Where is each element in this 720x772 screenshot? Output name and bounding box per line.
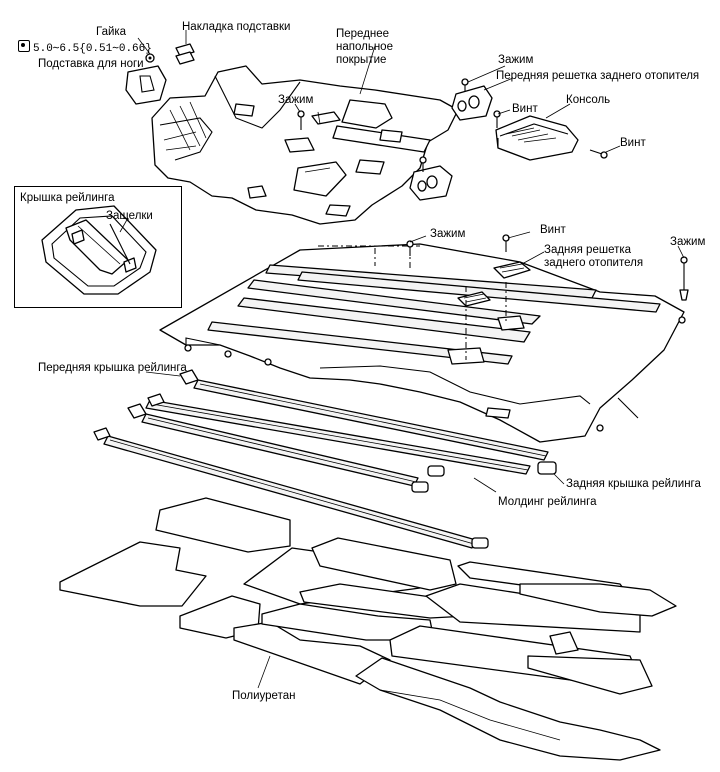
label-screw-lower: Винт	[540, 224, 566, 236]
label-screw-console-left: Винт	[512, 103, 538, 115]
clip-right-icon	[679, 256, 689, 301]
rail-cover-inset	[41, 205, 157, 295]
torque-wrench-icon	[18, 40, 30, 52]
screw-lower-icon	[502, 234, 510, 252]
label-rear-heater-grille: Задняя решетка заднего отопителя	[544, 244, 644, 269]
screw-console-right-icon	[589, 149, 608, 159]
clip-lower-icon	[406, 240, 414, 256]
leader-lines	[119, 30, 685, 689]
label-polyurethane: Полиуретан	[232, 690, 296, 702]
console	[495, 115, 579, 161]
rear-heater-grille	[457, 261, 531, 360]
screw-console-left-icon	[493, 110, 501, 128]
rail-molding	[103, 379, 549, 549]
label-rail-molding: Молдинг рейлинга	[498, 496, 597, 508]
label-console: Консоль	[566, 94, 611, 106]
label-footrest: Подставка для ноги	[38, 58, 144, 70]
front-rail-covers	[93, 369, 199, 441]
clip-mid-bracket	[311, 111, 341, 125]
torque-value: 5.0∼6.5{0.51∼0.66}	[33, 43, 152, 55]
label-front-floor-covering: Переднее напольное покрытие	[336, 28, 393, 66]
label-front-rail-cover: Передняя крышка рейлинга	[38, 362, 187, 374]
label-footrest-cover: Накладка подставки	[182, 21, 291, 33]
rail-cover-inset-frame	[14, 186, 182, 308]
label-clip-right: Зажим	[670, 236, 706, 248]
front-heater-grille	[451, 85, 493, 121]
clip-mid-icon	[297, 110, 305, 130]
label-nut: Гайка	[96, 26, 127, 38]
polyurethane-pads	[59, 497, 677, 761]
footrest	[125, 65, 167, 105]
label-screw-console-right: Винт	[620, 137, 646, 149]
label-front-heater-grille: Передняя решетка заднего отопителя	[496, 70, 700, 82]
label-rail-cover-title: Крышка рейлинга	[20, 192, 115, 204]
main-floor-mat	[159, 243, 686, 443]
footrest-cover-icon	[175, 43, 195, 65]
label-clip-lower: Зажим	[430, 228, 466, 240]
label-rear-rail-cover: Задняя крышка рейлинга	[566, 478, 701, 490]
label-clip-mid: Зажим	[278, 94, 314, 106]
clip-floor-icon	[419, 156, 427, 172]
floor-heater-grille	[409, 165, 453, 201]
front-floor-covering	[151, 65, 459, 225]
label-latches: Защелки	[106, 210, 153, 222]
label-torque: 5.0∼6.5{0.51∼0.66}	[18, 40, 152, 56]
label-clip-top: Зажим	[498, 54, 534, 66]
rear-rail-covers	[411, 461, 557, 549]
